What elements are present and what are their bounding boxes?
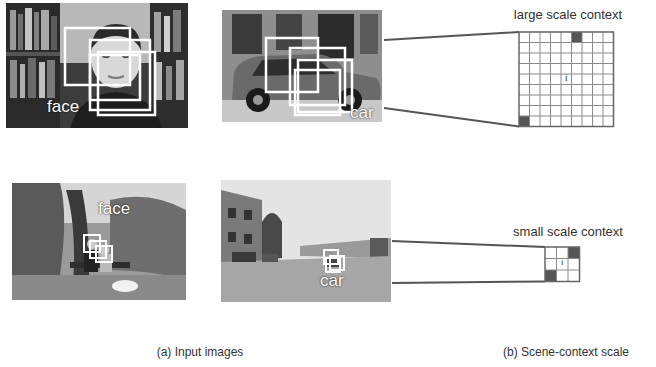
large-context-grid (519, 32, 614, 127)
object-label: car (350, 104, 374, 123)
object-label: face (47, 98, 79, 117)
photo-face-closeup (6, 3, 188, 128)
photo-car-closeup (222, 10, 382, 122)
cell-index: i (561, 259, 563, 268)
object-label: face (98, 200, 130, 219)
photo-street-scene (221, 180, 391, 302)
photo-bench-scene (12, 183, 186, 300)
object-label: car (320, 272, 344, 291)
scale-title: small scale context (513, 225, 623, 239)
small-context-grid (545, 247, 580, 282)
cell-index: i (565, 74, 567, 84)
scale-title: large scale context (514, 8, 622, 22)
subfigure-caption: (b) Scene-context scale (503, 346, 629, 359)
subfigure-caption: (a) Input images (157, 346, 244, 359)
